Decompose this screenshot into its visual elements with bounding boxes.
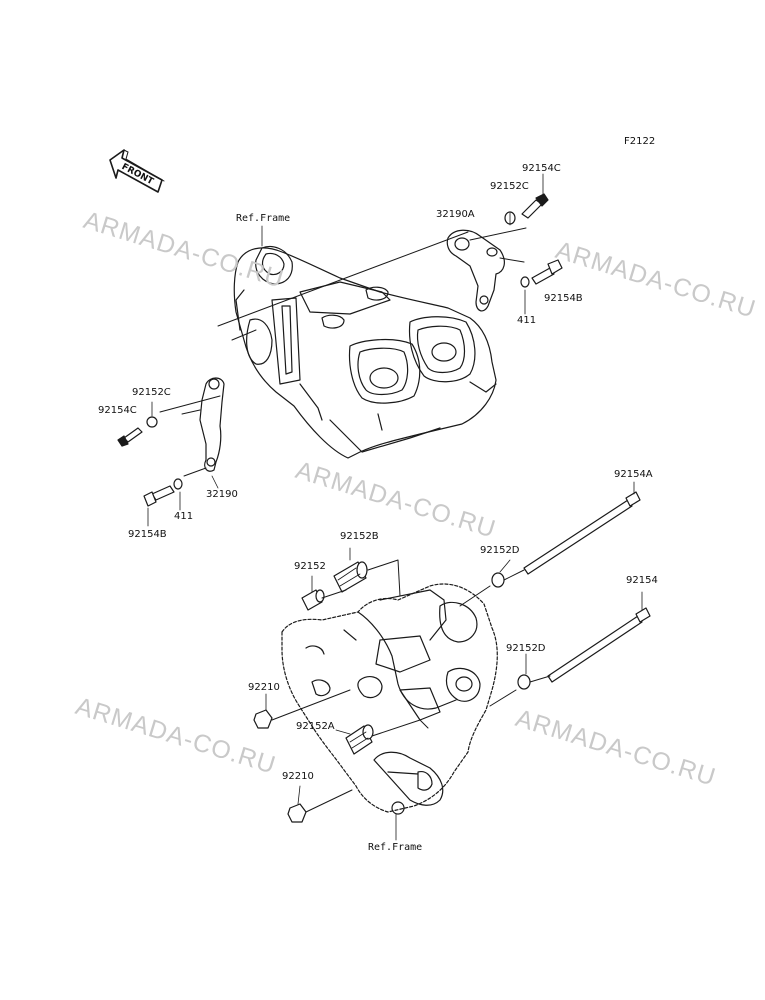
- bolt-92154b-top: [531, 259, 563, 285]
- part-label-92152a: 92152A: [296, 721, 335, 732]
- frame-main: [233, 245, 497, 459]
- part-label-92152c-left: 92152C: [132, 387, 171, 398]
- nut-92210-lower: [287, 803, 307, 823]
- engine-case: [281, 583, 498, 815]
- part-label-92210-upper: 92210: [248, 682, 280, 693]
- bolt-92154c-top: [521, 193, 549, 219]
- nut-92210-upper: [253, 709, 273, 729]
- part-label-92154a: 92154A: [614, 469, 653, 480]
- part-label-92210-lower: 92210: [282, 771, 314, 782]
- part-label-32190a: 32190A: [436, 209, 475, 220]
- collar-92152: [301, 589, 325, 611]
- part-label-92154: 92154: [626, 575, 658, 586]
- part-label-411-left: 411: [174, 511, 194, 522]
- bolt-92154c-left: [117, 427, 143, 447]
- ref-frame-bottom: Ref.Frame: [368, 842, 423, 853]
- collar-92152b: [333, 561, 368, 593]
- bracket-32190a: [446, 229, 505, 312]
- bolt-92154a: [523, 491, 641, 575]
- part-label-32190: 32190: [206, 489, 238, 500]
- part-label-92154c-left: 92154C: [98, 405, 137, 416]
- bracket-32190: [199, 377, 225, 472]
- part-label-92154b-top: 92154B: [544, 293, 583, 304]
- washer-92152d-upper: [491, 572, 505, 588]
- washer-92152d-lower: [517, 674, 531, 690]
- part-label-92152d-upper: 92152D: [480, 545, 520, 556]
- washer-411-left: [173, 478, 183, 490]
- part-label-92154c-top: 92154C: [522, 163, 561, 174]
- ref-frame-top: Ref.Frame: [236, 213, 291, 224]
- washer-92152c-left: [146, 416, 158, 428]
- part-label-411-top: 411: [517, 315, 537, 326]
- part-label-92152b: 92152B: [340, 531, 379, 542]
- part-label-92154b-left: 92154B: [128, 529, 167, 540]
- front-arrow-icon: [109, 149, 165, 193]
- washer-411-top: [520, 276, 530, 288]
- bolt-92154: [547, 607, 651, 683]
- part-label-92152d-lower: 92152D: [506, 643, 546, 654]
- diagram-code: F2122: [624, 136, 656, 147]
- collar-92152a: [345, 724, 374, 755]
- part-label-92152c-top: 92152C: [490, 181, 529, 192]
- part-label-92152: 92152: [294, 561, 326, 572]
- bolt-92154b-left: [143, 485, 175, 507]
